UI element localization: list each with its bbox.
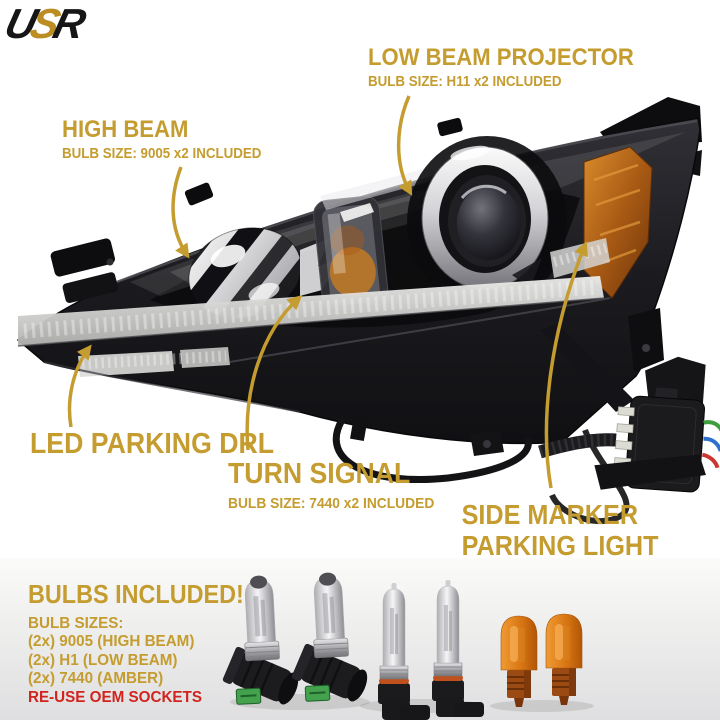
bulbs-included-block: BULBS INCLUDED! BULB SIZES: (2x) 9005 (H… xyxy=(28,579,268,707)
side-marker-line2: PARKING LIGHT xyxy=(461,530,659,561)
low-beam-subtitle: BULB SIZE: H11 x2 INCLUDED xyxy=(368,74,562,90)
side-marker-lens xyxy=(550,146,653,299)
parking-light-strip xyxy=(78,347,230,377)
callout-turn-signal: TURN SIGNAL BULB SIZE: 7440 x2 INCLUDED xyxy=(228,458,452,512)
callout-side-marker: SIDE MARKER PARKING LIGHT xyxy=(452,499,659,561)
9005-bulb-pair xyxy=(377,579,485,720)
callout-low-beam-projector: LOW BEAM PROJECTOR BULB SIZE: H11 x2 INC… xyxy=(368,44,657,90)
low-beam-title: LOW BEAM PROJECTOR xyxy=(368,44,634,71)
turn-signal-subtitle: BULB SIZE: 7440 x2 INCLUDED xyxy=(228,495,435,512)
led-drl-strip xyxy=(17,276,605,347)
side-marker-arrow xyxy=(544,240,589,489)
callout-high-beam: HIGH BEAM BULB SIZE: 9005 x2 INCLUDED xyxy=(62,116,279,162)
callout-arrows xyxy=(67,95,589,489)
headlight-photo xyxy=(16,97,720,525)
included-bulbs-photo xyxy=(215,569,594,720)
bulb-size-item: (2x) H1 (LOW BEAM) xyxy=(28,651,178,669)
mounting-bracket-left xyxy=(50,238,119,303)
bulb-size-item: (2x) 7440 (AMBER) xyxy=(28,670,164,688)
turn-signal-title: TURN SIGNAL xyxy=(228,458,411,490)
callout-led-parking-drl: LED PARKING DRL xyxy=(30,428,295,461)
high-beam-arrow xyxy=(171,166,190,259)
7440-amber-bulb-pair xyxy=(500,613,583,708)
bulb-size-item: (2x) 9005 (HIGH BEAM) xyxy=(28,633,195,651)
bulbs-included-heading: BULBS INCLUDED! xyxy=(28,579,244,609)
led-drl-title: LED PARKING DRL xyxy=(30,428,275,460)
low-beam-projector-lens xyxy=(407,136,567,308)
side-marker-line1: SIDE MARKER xyxy=(461,499,639,530)
low-beam-arrow xyxy=(396,95,413,196)
wiring-connector xyxy=(594,356,720,493)
high-beam-title: HIGH BEAM xyxy=(62,116,189,143)
turn-signal-arrow xyxy=(245,295,303,451)
mounting-bracket-right xyxy=(628,308,664,372)
bulb-sizes-label: BULB SIZES: xyxy=(28,615,124,632)
reuse-oem-sockets-note: RE-USE OEM SOCKETS xyxy=(28,688,202,706)
high-beam-subtitle: BULB SIZE: 9005 x2 INCLUDED xyxy=(62,146,262,162)
usr-logo: USR xyxy=(0,0,85,48)
turn-signal-lens xyxy=(313,166,442,315)
top-tab-2 xyxy=(437,117,463,137)
led-drl-arrow xyxy=(67,344,92,428)
top-tab xyxy=(184,182,214,206)
